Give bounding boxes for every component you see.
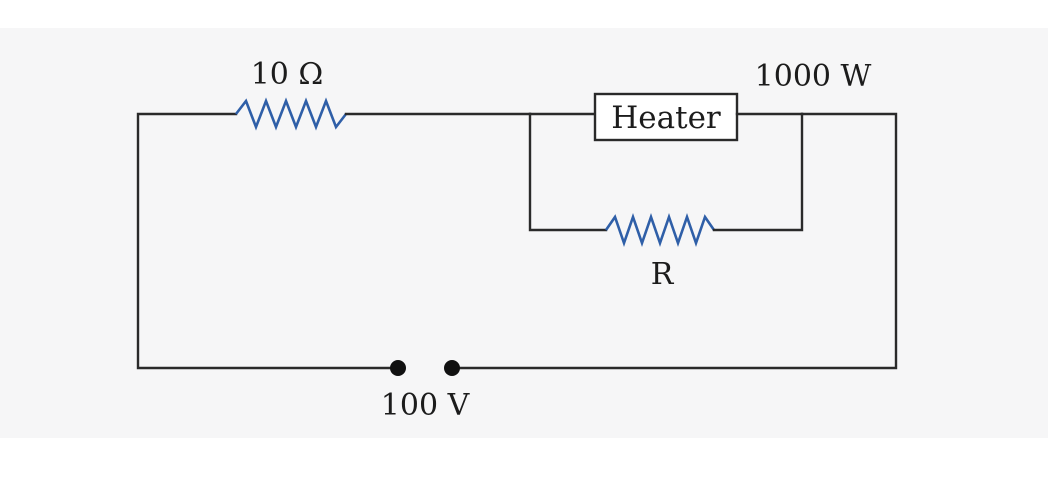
left-loop-wire [136, 112, 400, 370]
parallel-left-wire [528, 112, 608, 232]
page-band [0, 28, 1048, 438]
terminal-left-dot-icon [390, 360, 406, 376]
series-resistor-icon [234, 97, 348, 131]
parallel-resistor-icon [604, 213, 716, 247]
heater-box-label: Heater [611, 100, 721, 136]
right-loop-wire [450, 112, 898, 370]
series-resistor-label: 10 Ω [251, 57, 324, 92]
terminal-right-dot-icon [444, 360, 460, 376]
heater-box [593, 92, 739, 142]
parallel-right-wire [712, 112, 804, 232]
parallel-resistor-label: R [651, 257, 675, 292]
heater-power-label: 1000 W [755, 59, 872, 94]
source-voltage-label: 100 V [381, 388, 471, 423]
